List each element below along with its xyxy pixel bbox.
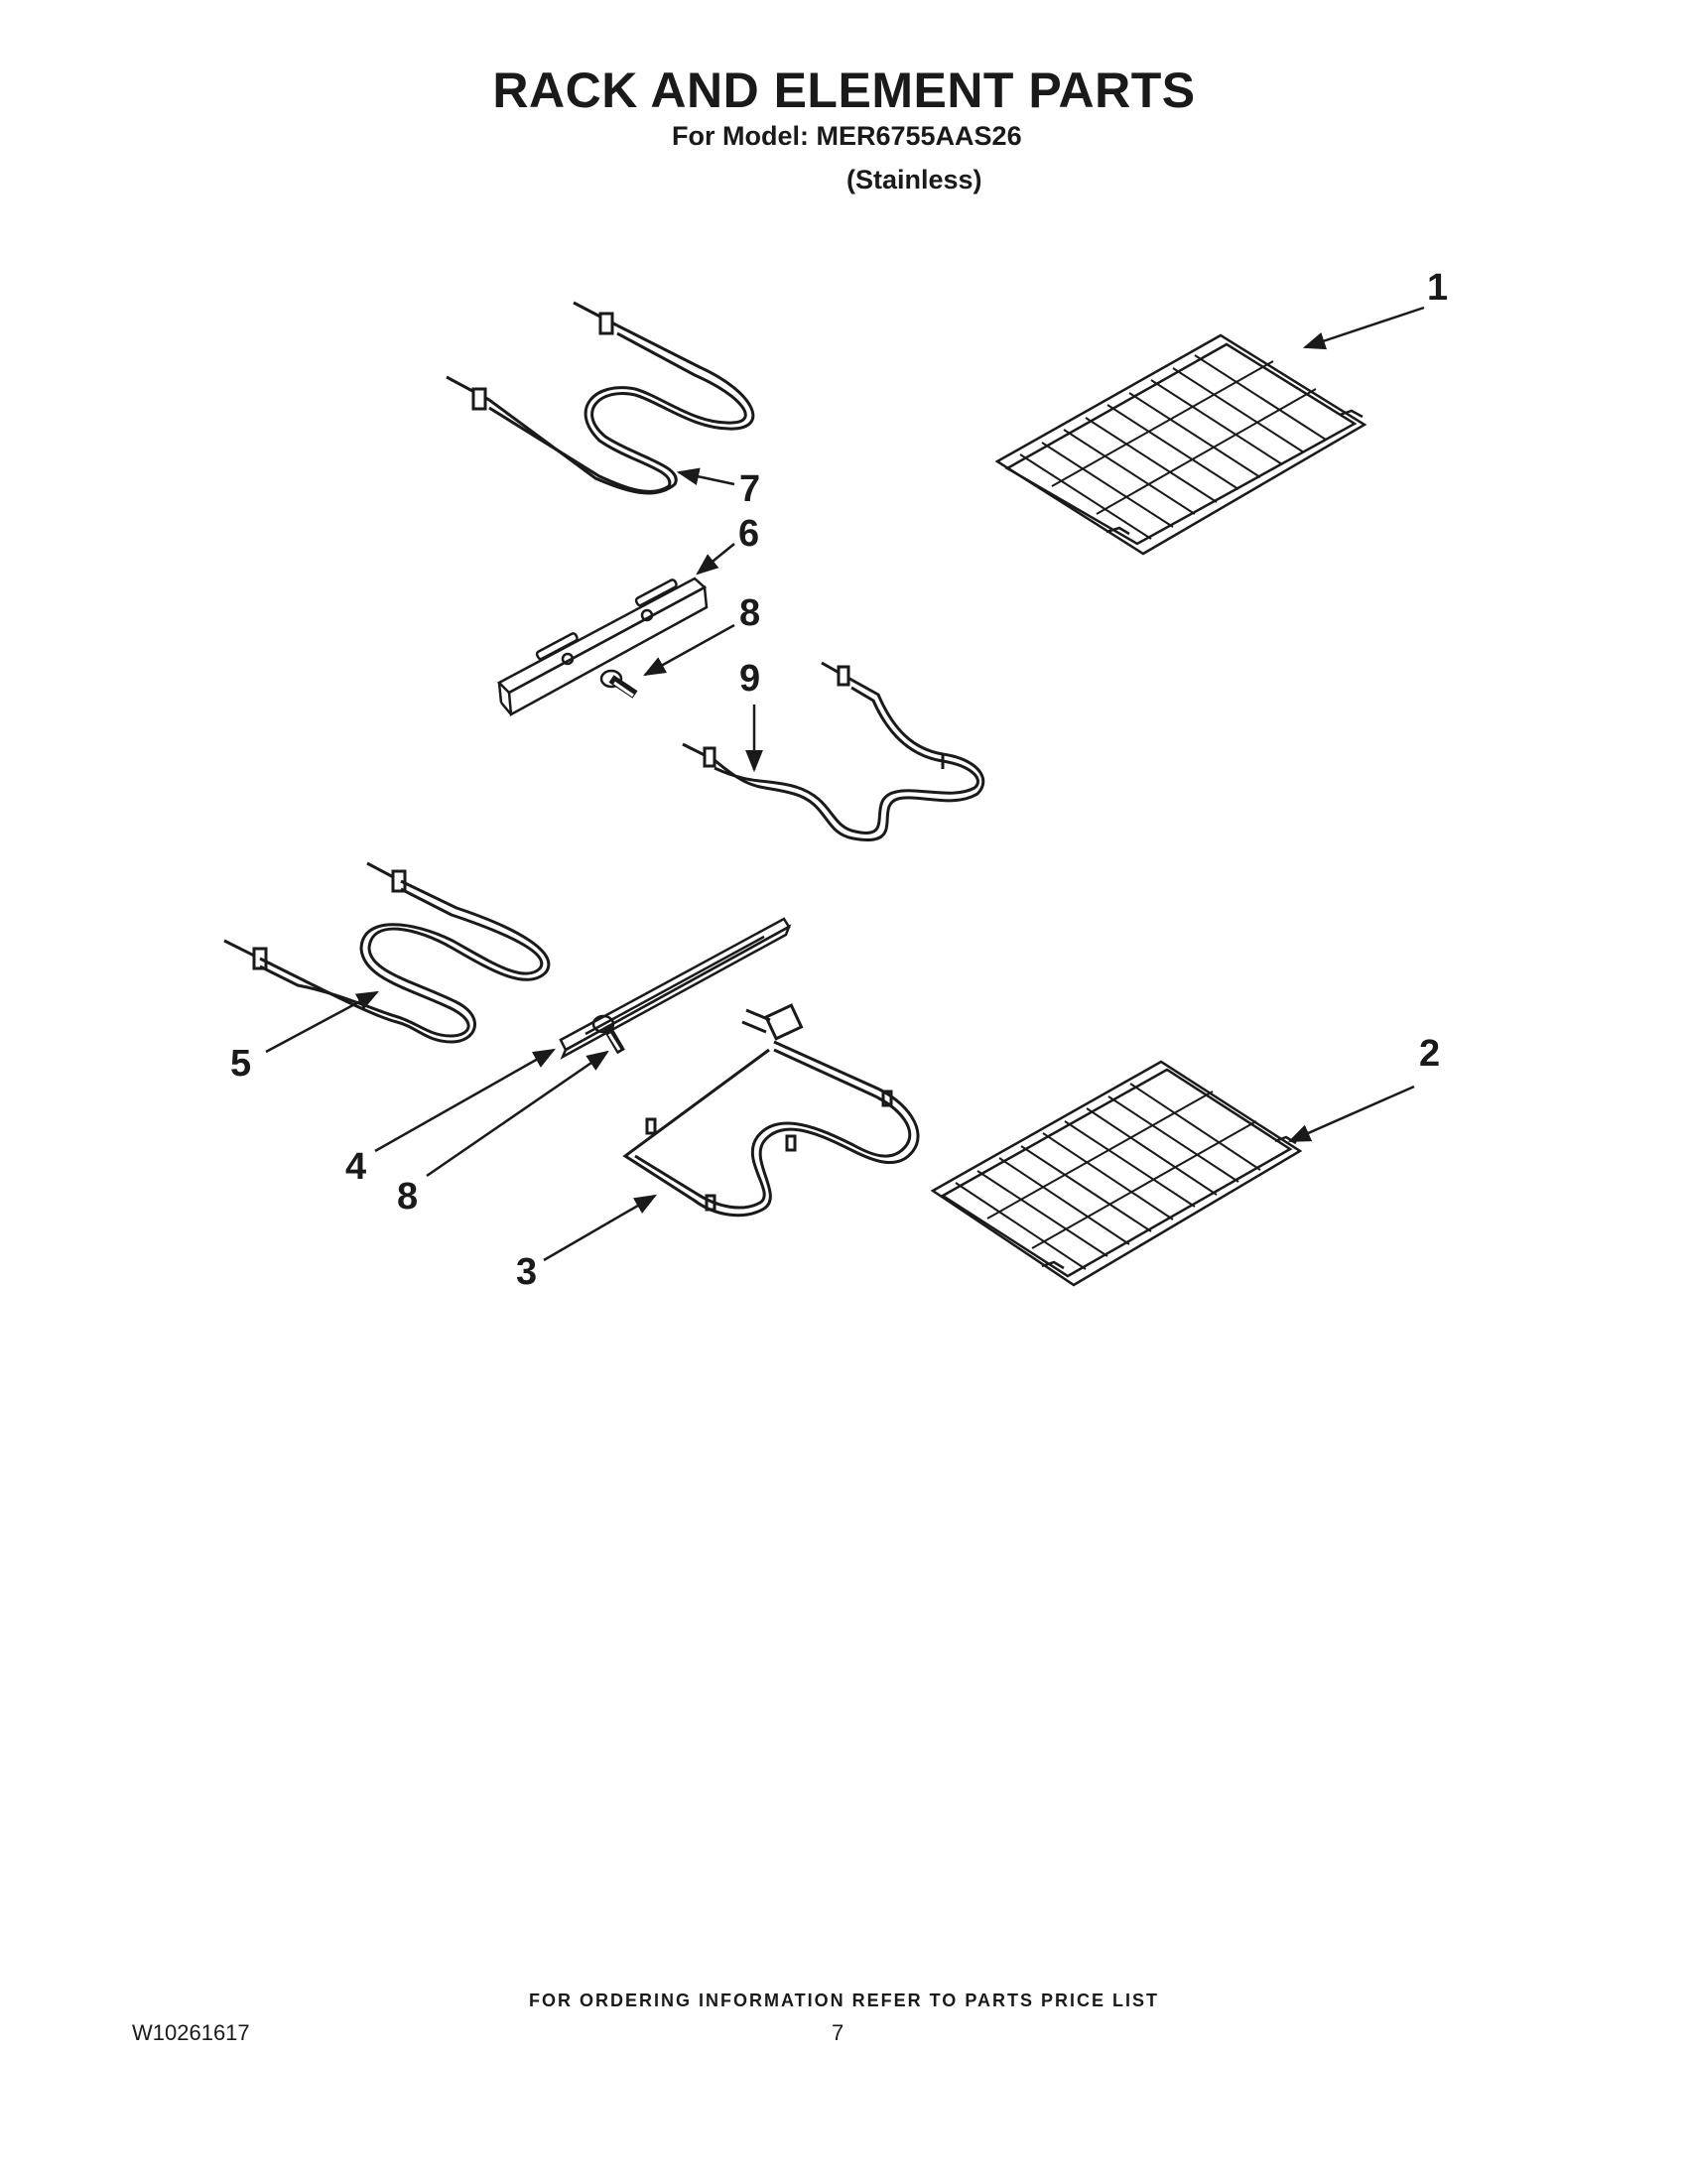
bake-element-lower (622, 1003, 920, 1218)
oven-rack-upper (994, 333, 1367, 556)
leader-6 (696, 543, 735, 576)
model-variant: (Stainless) (846, 165, 982, 194)
bake-element-upper (682, 661, 985, 841)
callout-6: 6 (738, 513, 759, 555)
element-bracket (496, 577, 709, 717)
leader-3 (543, 1194, 657, 1262)
page-title: RACK AND ELEMENT PARTS (492, 63, 1196, 118)
callout-7: 7 (739, 468, 760, 510)
ordering-note: FOR ORDERING INFORMATION REFER TO PARTS … (528, 1991, 1159, 2010)
leader-5 (265, 990, 379, 1054)
leader-1 (1302, 306, 1425, 350)
callout-4: 4 (345, 1146, 366, 1188)
screw-upper (599, 669, 638, 699)
model-line: For Model: MER6755AAS26 (672, 121, 1022, 151)
callout-8-lower: 8 (397, 1176, 418, 1218)
screw-lower (591, 1014, 625, 1055)
callout-1: 1 (1427, 267, 1448, 309)
callout-8-upper: 8 (739, 592, 760, 634)
leader-7 (676, 467, 735, 486)
oven-rack-lower (930, 1060, 1303, 1287)
broil-element-upper (446, 301, 755, 495)
callout-9: 9 (739, 658, 760, 700)
element-shield (559, 917, 792, 1060)
page-number: 7 (832, 2020, 844, 2045)
document-id: W10261617 (132, 2020, 250, 2045)
leader-2 (1287, 1085, 1415, 1143)
leader-8-upper (643, 623, 735, 677)
leader-4 (374, 1048, 556, 1153)
broil-element-lower (223, 861, 551, 1044)
leader-lines (265, 306, 1425, 1262)
leader-8-lower (426, 1050, 609, 1178)
callout-5: 5 (230, 1043, 251, 1085)
callout-2: 2 (1419, 1033, 1440, 1075)
callout-3: 3 (516, 1251, 537, 1293)
